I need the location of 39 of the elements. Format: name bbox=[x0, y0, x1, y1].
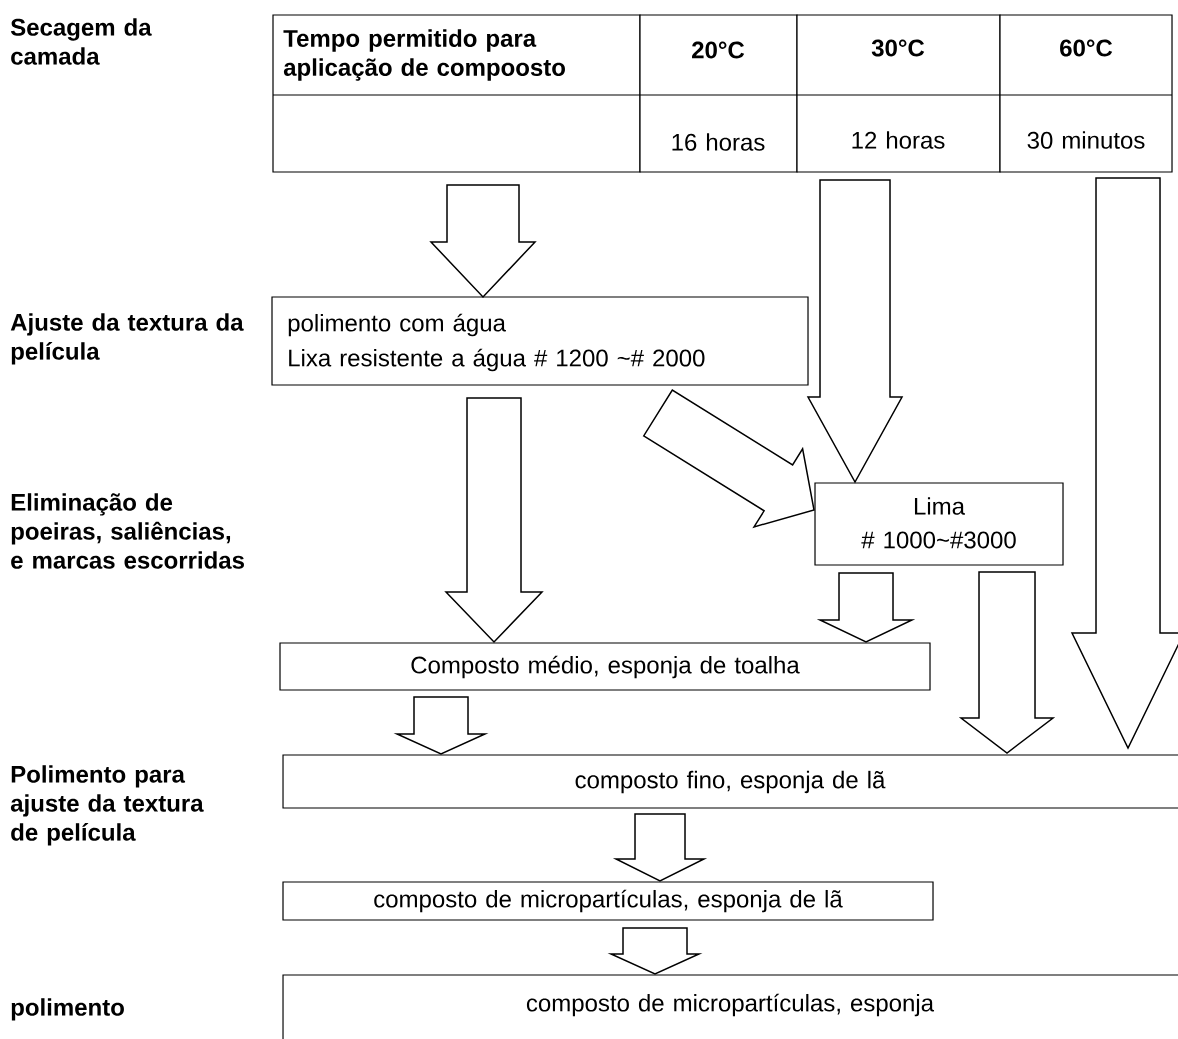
column-heading: 60°C bbox=[1060, 39, 1113, 57]
process-box bbox=[282, 881, 934, 921]
box-text: composto fino, esponja de lã bbox=[575, 770, 886, 794]
process-box bbox=[271, 296, 809, 386]
cell-text: 30 minutos bbox=[1027, 131, 1145, 149]
cell-text: 16 horas bbox=[672, 133, 765, 151]
table-column bbox=[639, 14, 798, 173]
box-text: polimento com água bbox=[288, 313, 506, 337]
process-box bbox=[282, 754, 1178, 809]
block-arrow bbox=[958, 571, 1056, 754]
block-arrow bbox=[642, 389, 815, 529]
process-box bbox=[282, 974, 1178, 1039]
block-arrow bbox=[429, 184, 537, 299]
block-arrow bbox=[816, 572, 916, 643]
box-text: Lixa resistente a água # 1200 ~# 2000 bbox=[289, 348, 705, 372]
box-text: # 1000~#3000 bbox=[861, 531, 1016, 549]
cell-text: 12 horas bbox=[852, 131, 945, 149]
process-box bbox=[814, 482, 1064, 566]
block-arrow bbox=[607, 927, 703, 975]
box-text: composto de micropartículas, esponja bbox=[526, 993, 935, 1017]
block-arrow bbox=[393, 696, 489, 755]
row-label: Eliminação de poeiras, saliências, e marcas escorridas bbox=[11, 493, 244, 569]
block-arrow bbox=[612, 813, 708, 882]
column-heading: 30°C bbox=[871, 39, 925, 57]
row-label: polimento bbox=[11, 998, 124, 1021]
row-label: Ajuste da textura da película bbox=[10, 313, 244, 365]
block-arrow bbox=[1070, 177, 1178, 750]
box-text: Lima bbox=[915, 497, 965, 515]
process-box bbox=[279, 642, 931, 691]
row-label: Polimento para ajuste da textura de película bbox=[10, 765, 204, 846]
block-arrow bbox=[444, 397, 544, 644]
column-heading: Tempo permitido para aplicação de compoosto bbox=[283, 29, 565, 81]
box-text: Composto médio, esponja de toalha bbox=[411, 655, 800, 679]
block-arrow bbox=[806, 179, 904, 484]
box-text: composto de micropartículas, esponja de lã bbox=[374, 889, 843, 913]
table-column bbox=[999, 14, 1173, 173]
column-heading: 20°C bbox=[692, 41, 745, 59]
table-column bbox=[796, 14, 1001, 173]
row-label: Secagem da camada bbox=[10, 18, 152, 65]
